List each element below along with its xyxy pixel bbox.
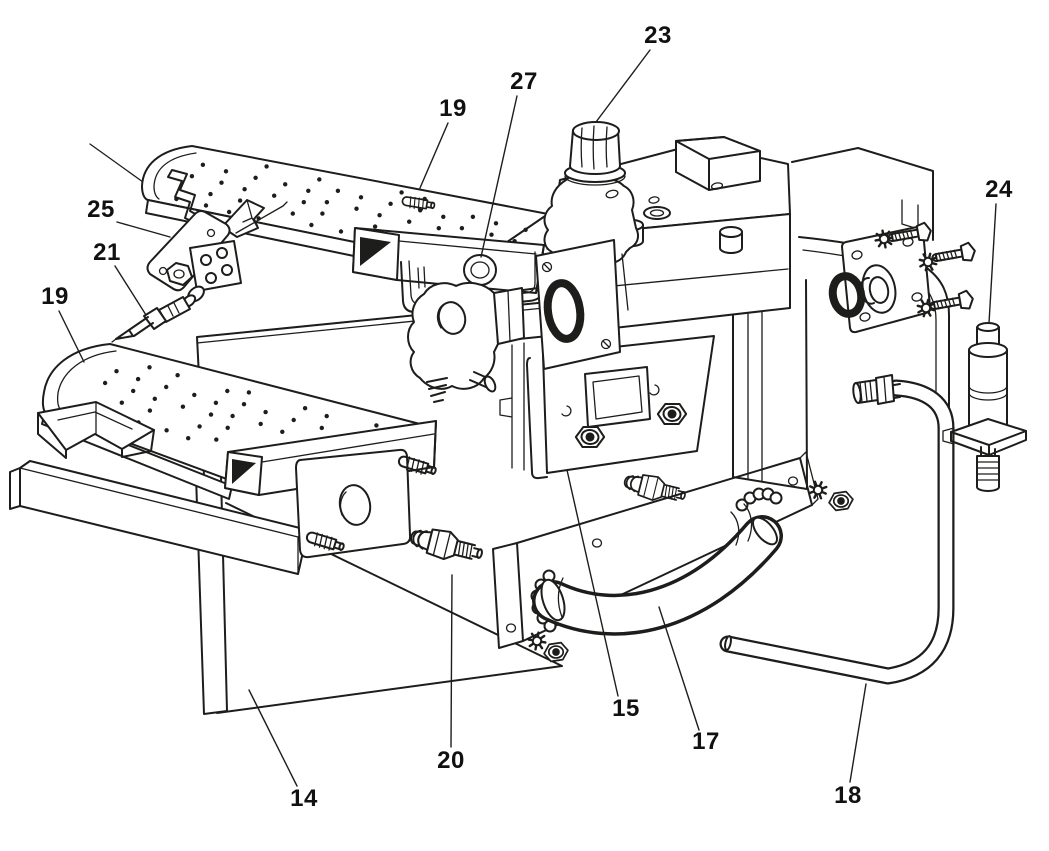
leader-line-23-gas-valve-knob (595, 49, 651, 123)
lower-burner-flame-ports (86, 365, 379, 442)
lower-burner-19 (9, 343, 439, 575)
callout-21-ignition-electrode: 21 (93, 239, 121, 266)
callout-20-burner-injector: 20 (437, 747, 465, 774)
leader-line-17-burner-feed-tube (658, 606, 700, 731)
callout-24-pressure-switch: 24 (985, 176, 1013, 203)
callout-14-support-panel: 14 (290, 785, 318, 812)
callout-19-lower-burner: 19 (41, 283, 69, 310)
burner-injector-20 (406, 522, 487, 569)
callout-18-gas-supply-pipe: 18 (834, 782, 862, 809)
burner-feed-tube-17 (530, 487, 783, 636)
callout-15-valve-mounting-bracket: 15 (612, 695, 640, 722)
callout-27-gas-cock-elbow: 27 (510, 68, 538, 95)
callout-23-gas-valve-knob: 23 (644, 22, 672, 49)
leader-line-15-valve-mounting-bracket (566, 469, 619, 697)
leader-line-21-ignition-electrode (114, 265, 147, 316)
leader-line-18-gas-supply-pipe (849, 683, 867, 783)
leader-line-14-support-panel (248, 689, 298, 787)
leader-line-25-spark-igniter-assembly (116, 221, 171, 238)
leader-line-20-burner-injector (450, 574, 453, 748)
pressure-switch-24 (942, 322, 1027, 492)
callout-25-spark-igniter-assembly: 25 (87, 196, 115, 223)
callout-19-upper-burner: 19 (439, 95, 467, 122)
flange-gasket-screws (828, 220, 978, 334)
callout-leader-lines (58, 49, 997, 787)
leader-line-19-lower-burner (58, 310, 85, 363)
leader-line-27-gas-cock-elbow (480, 95, 518, 258)
leader-line-24-pressure-switch (988, 203, 997, 324)
igniter-assembly-25 (111, 169, 288, 343)
callout-17-burner-feed-tube: 17 (692, 728, 720, 755)
gas-supply-pipe-18 (719, 374, 955, 685)
leader-line-19-upper-burner (419, 122, 449, 189)
gas-valve-assembly-23 (407, 121, 791, 480)
